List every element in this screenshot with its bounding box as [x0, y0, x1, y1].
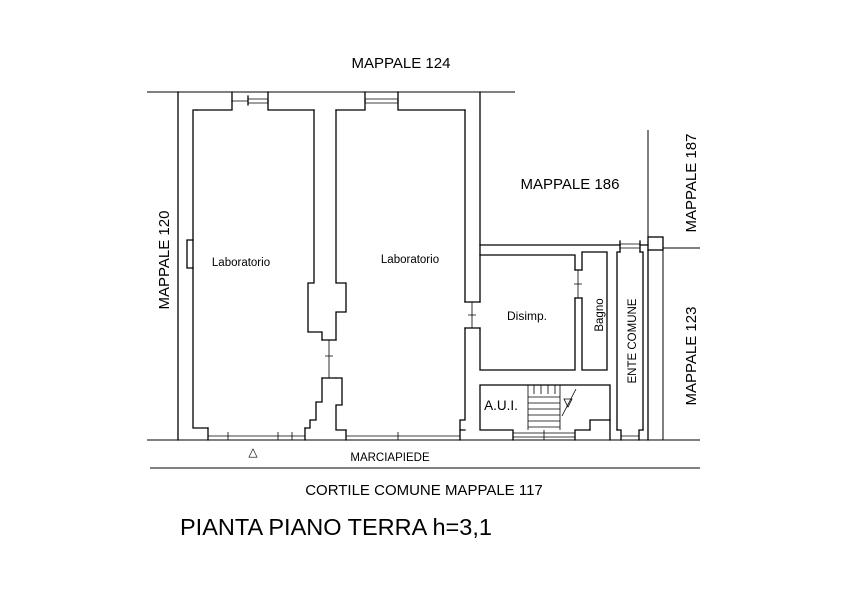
door-leaf-disimp-bagno	[574, 270, 582, 298]
east-laboratory-walls	[335, 91, 481, 441]
sidewalk-label: MARCIAPIEDE	[350, 452, 430, 464]
room-label-hallway: Disimp.	[507, 309, 547, 323]
annex-walls	[479, 240, 649, 441]
stair-direction-arrow	[563, 398, 573, 408]
window-jambs-north-east-lab	[364, 91, 399, 102]
entrance-door-west-lab	[208, 432, 305, 440]
disimp-walls	[479, 254, 576, 371]
inner-wall-north-west-lab	[196, 100, 315, 111]
entrance-jambs-west-lab	[207, 427, 306, 441]
entrance-marker-icon: △	[248, 445, 258, 459]
window-glass-corridor	[620, 243, 640, 249]
door-jambs-lab-disimp	[464, 301, 481, 329]
staircase-symbol	[527, 385, 577, 430]
corridor-walls	[616, 251, 644, 431]
property-lines	[147, 91, 700, 469]
storefront-opening-east-lab	[346, 432, 460, 440]
stair-stringers	[527, 385, 561, 430]
stair-break-line	[561, 388, 577, 417]
room-label-aui: A.U.I.	[484, 398, 518, 413]
inner-wall-north-east-lab	[335, 100, 466, 111]
partition-wall-west-face	[304, 109, 323, 429]
stair-treads	[528, 396, 560, 428]
door-leaf-lab-disimp	[468, 302, 476, 328]
window-jambs-north-west-lab	[231, 91, 269, 106]
aui-pillar	[589, 419, 611, 441]
door-jambs-corridor-south	[616, 429, 644, 441]
door-jambs-disimp-bagno	[574, 269, 583, 299]
west-laboratory-walls	[177, 91, 315, 441]
storefront-jambs-east-lab	[345, 429, 461, 441]
door-aui-south	[513, 430, 575, 440]
boundary-pillar	[647, 236, 664, 251]
boundary-label-inner-courtyard: MAPPALE 186	[521, 176, 620, 193]
window-glass-north-east-lab	[365, 98, 398, 104]
boundary-label-east-upper: MAPPALE 187	[683, 134, 700, 233]
boundary-label-north: MAPPALE 124	[352, 55, 451, 72]
room-label-laboratory-east: Laboratorio	[381, 254, 439, 266]
inner-wall-west	[192, 109, 209, 429]
room-label-common-corridor: ENTE COMUNE	[627, 298, 639, 383]
inner-wall-east-lab	[459, 109, 466, 431]
wall-niche-west	[186, 239, 194, 269]
room-label-laboratory-west: Laboratorio	[212, 257, 270, 269]
interior-door-leaf	[325, 340, 333, 378]
room-label-bathroom: Bagno	[594, 298, 606, 331]
window-glass-north-west-lab	[232, 98, 268, 104]
partition-wall	[304, 109, 347, 431]
stair-balusters	[533, 385, 556, 394]
bagno-walls	[581, 251, 608, 371]
drawing-title: PIANTA PIANO TERRA h=3,1	[180, 514, 492, 540]
boundary-label-south: CORTILE COMUNE MAPPALE 117	[305, 482, 543, 499]
window-jambs-corridor	[619, 240, 641, 253]
partition-wall-east-face	[335, 109, 347, 431]
boundary-label-east-lower: MAPPALE 123	[683, 307, 700, 406]
boundary-label-west: MAPPALE 120	[156, 211, 173, 310]
